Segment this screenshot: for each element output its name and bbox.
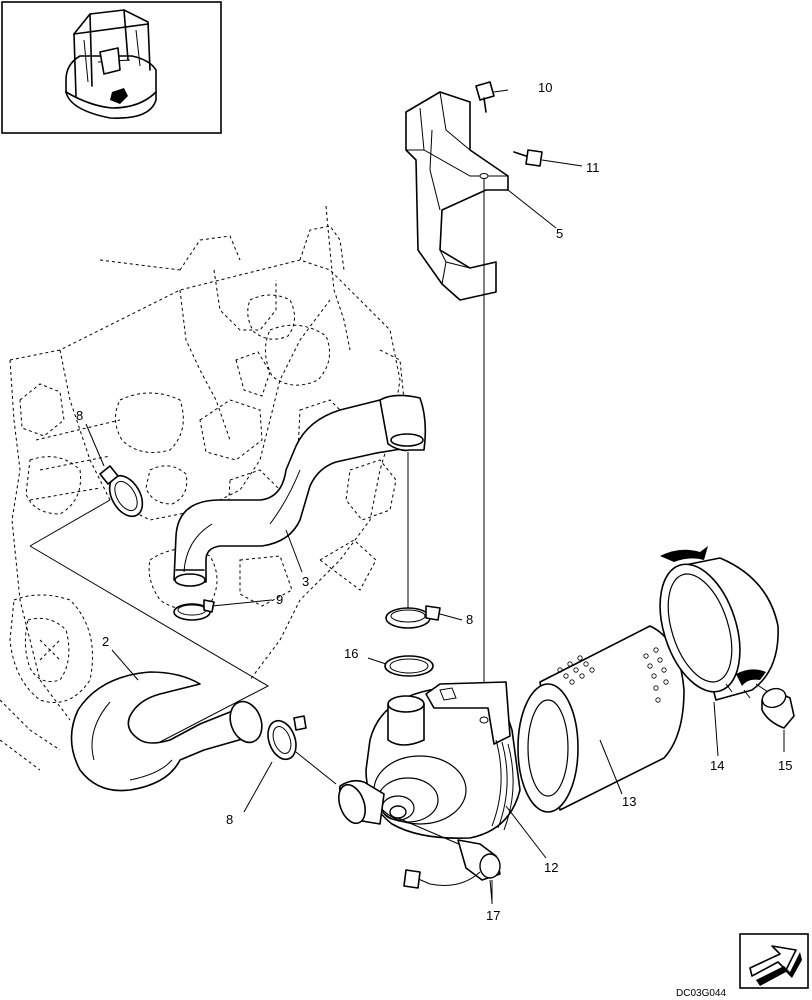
engine-outline [0,205,405,771]
hose-2-leader [29,545,270,743]
clamp-8-lower-icon [267,715,307,761]
clamp-leader [29,499,111,547]
dust-valve-15-icon [755,683,795,729]
excavator-thumbnail-icon [65,9,157,119]
callout-10: 10 [538,80,552,95]
callout-12: 12 [544,860,558,875]
callout-16: 16 [344,646,358,661]
drawing-code: DC03G044 [676,988,726,999]
filter-perforation [557,647,669,703]
callout-15: 15 [778,758,792,773]
filter-element-13 [517,625,685,813]
callout-11: 11 [586,160,600,175]
location-inset [1,1,222,134]
intake-hose-3 [173,394,427,587]
elbow-hose-2 [70,671,263,792]
callout-17: 17 [486,908,500,923]
callout-13: 13 [622,794,636,809]
callout-3: 3 [302,574,309,589]
clamp-9-icon [173,599,215,621]
callout-8-lower: 8 [226,812,233,827]
seal-ring-16-icon [384,655,434,677]
bolt-11-icon [513,149,543,167]
clamp-8-upper-icon [99,465,144,518]
callout-9: 9 [276,592,283,607]
cover-14 [659,546,779,701]
clamp-8-mid-icon [385,605,441,629]
callout-2: 2 [102,634,109,649]
callout-labels: 2 3 5 8 8 8 9 10 11 12 13 14 15 16 17 [76,80,792,923]
air-cleaner-body-12 [338,681,521,840]
callout-14: 14 [710,758,724,773]
bracket-5 [405,91,509,301]
bolt-10-icon [475,81,495,113]
leader-lines [85,89,785,904]
callout-8-mid: 8 [466,612,473,627]
restriction-indicator-17-icon [397,817,501,903]
navigation-arrow-icon[interactable] [739,933,809,989]
callout-5: 5 [556,226,563,241]
callout-8-upper: 8 [76,408,83,423]
clamp-8-lower-leader [295,751,337,785]
